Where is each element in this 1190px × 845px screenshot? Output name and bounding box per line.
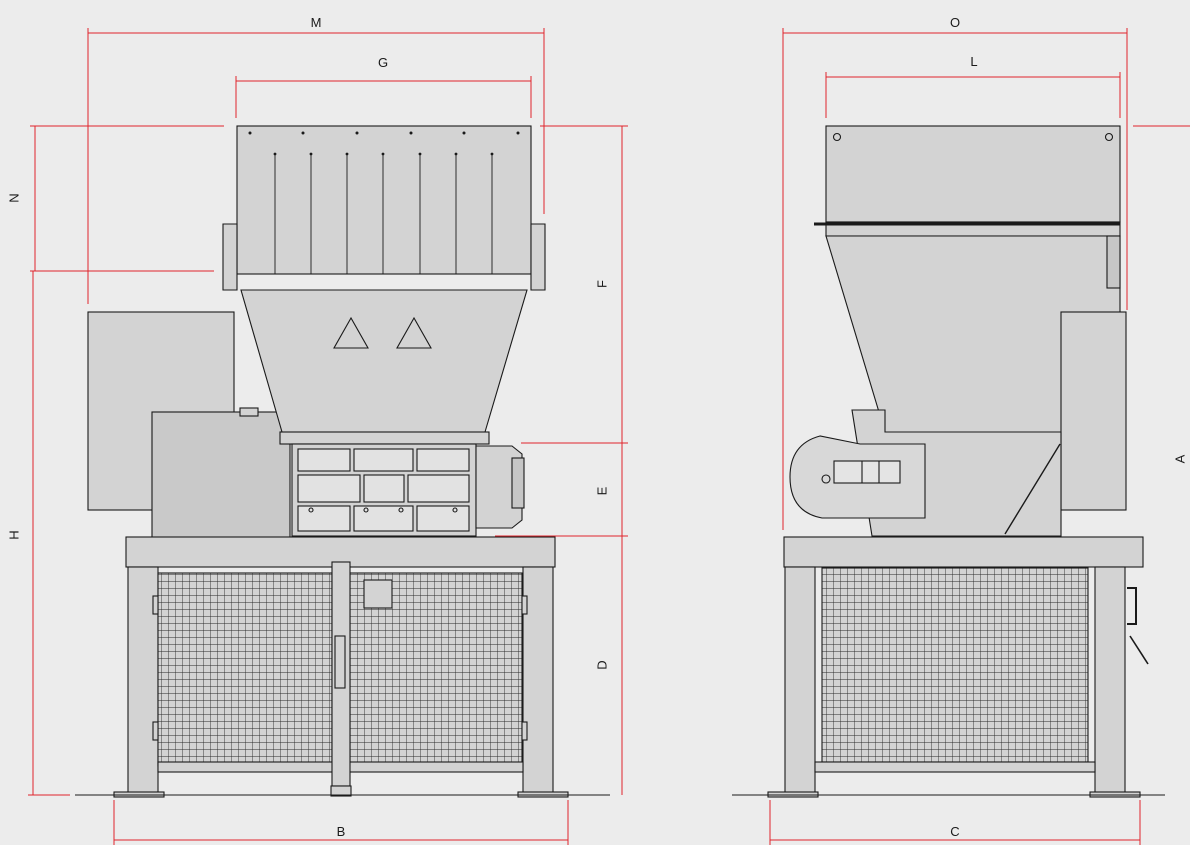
chamber-flange — [279, 431, 490, 445]
side-lever — [1129, 635, 1149, 665]
dim-label-e: E — [594, 486, 609, 495]
hopper-funnel — [240, 289, 528, 433]
motor-cap — [239, 407, 259, 417]
dim-label-b: B — [337, 824, 346, 839]
post-foot — [330, 785, 352, 797]
dim-label-m: M — [311, 15, 322, 30]
dim-label-g: G — [378, 55, 388, 70]
chamber-bolts — [308, 507, 458, 513]
gearbox-right — [475, 445, 523, 529]
dim-label-n: N — [6, 193, 21, 202]
dim-label-c: C — [950, 824, 959, 839]
side-control-cabinet — [1060, 311, 1127, 511]
hopper-ribs — [274, 154, 493, 274]
hinge-1 — [152, 595, 159, 615]
hinge-3 — [521, 595, 528, 615]
gearbox-cap — [511, 457, 525, 509]
side-mesh-guard — [821, 567, 1089, 763]
hopper-bolts — [248, 131, 520, 156]
dim-label-l: L — [970, 54, 977, 69]
door-lock — [334, 635, 346, 689]
side-handle — [1127, 587, 1137, 625]
control-box-small — [363, 579, 393, 609]
hopper-flange-left — [222, 223, 238, 291]
side-bottom-rail — [814, 761, 1096, 773]
hinge-4 — [521, 721, 528, 741]
hopper-top — [236, 125, 532, 275]
dim-label-d: D — [594, 660, 609, 669]
dim-label-f: F — [594, 280, 609, 288]
dim-label-a: A — [1172, 454, 1187, 463]
motor-housing — [151, 411, 291, 539]
warning-triangle-2 — [396, 316, 432, 349]
chamber-blocks — [297, 448, 470, 532]
side-hopper-step — [1106, 235, 1121, 289]
hopper-flange-right — [530, 223, 546, 291]
dim-label-o: O — [950, 15, 960, 30]
dim-label-h: H — [6, 530, 21, 539]
side-brace — [1004, 443, 1061, 535]
side-leg-left — [784, 566, 816, 794]
front-view — [87, 125, 569, 798]
warning-triangle-1 — [333, 316, 369, 349]
hinge-2 — [152, 721, 159, 741]
side-gear-plate — [833, 460, 901, 484]
mesh-guard-left — [157, 572, 333, 767]
side-view — [767, 125, 1149, 798]
dimension-lines — [28, 28, 1190, 845]
side-hopper-top — [825, 125, 1121, 223]
side-table-top — [783, 536, 1144, 568]
side-leg-right — [1094, 566, 1126, 794]
